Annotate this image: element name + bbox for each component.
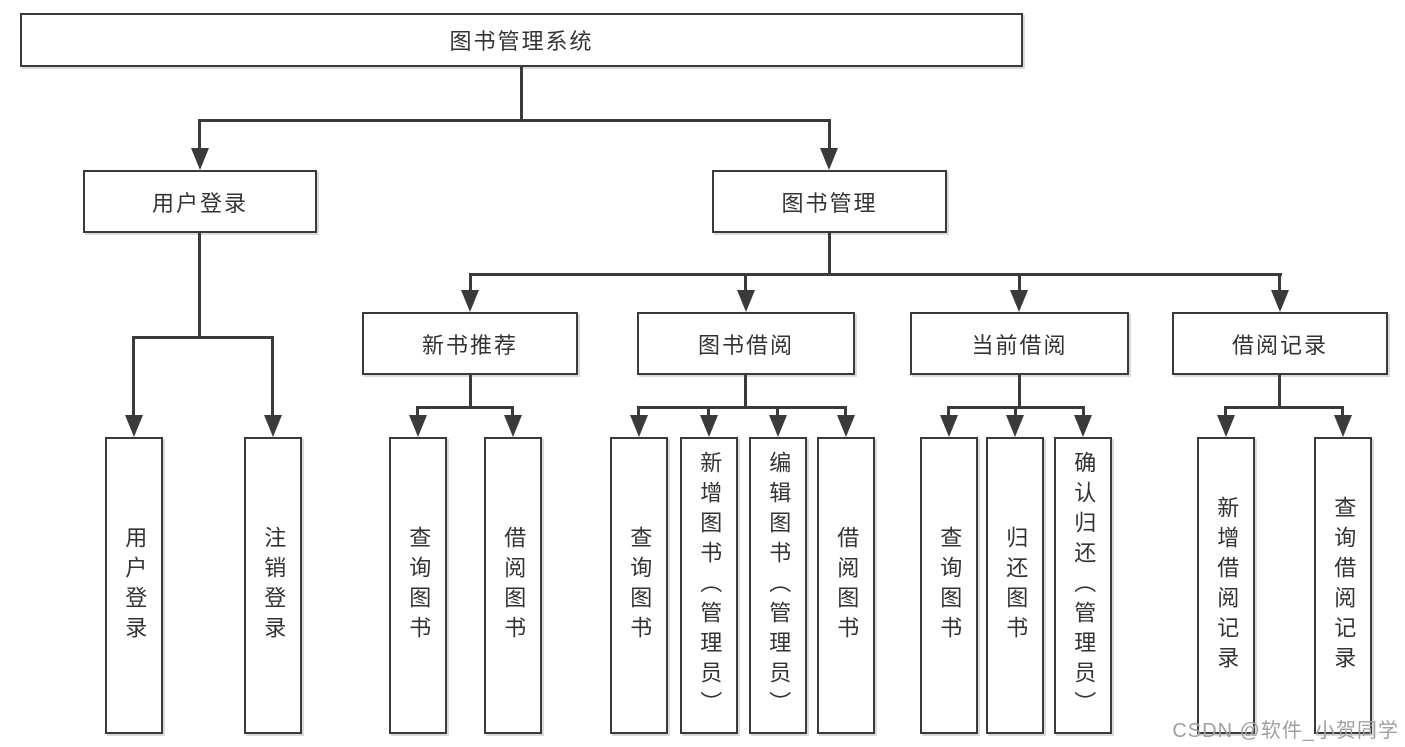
node-leaf-edit-books-admin: 编辑图书（管理员） — [749, 437, 807, 734]
node-leaf-confirm-return-admin: 确认归还（管理员） — [1054, 437, 1112, 734]
connector-line — [1018, 273, 1021, 292]
connector-line — [271, 336, 274, 416]
connector-line — [637, 406, 640, 416]
connector-line — [511, 406, 514, 416]
arrowhead-down-icon — [1074, 415, 1092, 437]
node-book-management: 图书管理 — [712, 170, 947, 233]
arrowhead-down-icon — [737, 290, 755, 312]
arrowhead-down-icon — [1334, 415, 1352, 437]
node-label: 查询借阅记录 — [1331, 495, 1357, 676]
connector-line — [132, 336, 274, 339]
connector-line — [469, 273, 472, 292]
connector-line — [1082, 406, 1085, 416]
node-label: 注销登录 — [261, 525, 287, 646]
connector-line — [1014, 406, 1017, 416]
node-label: 查询图书 — [937, 525, 963, 646]
connector-line — [637, 406, 846, 409]
arrowhead-down-icon — [1217, 415, 1235, 437]
node-leaf-query-borrow-record: 查询借阅记录 — [1314, 437, 1372, 734]
connector-line — [1278, 375, 1281, 406]
connector-line — [198, 119, 831, 122]
node-leaf-recommend-query-books: 查询图书 — [389, 437, 447, 734]
node-label: 新增图书（管理员） — [697, 450, 723, 721]
connector-line — [1224, 406, 1343, 409]
node-library-system: 图书管理系统 — [20, 13, 1023, 67]
node-label: 新书推荐 — [421, 332, 518, 358]
node-leaf-add-books-admin: 新增图书（管理员） — [680, 437, 738, 734]
connector-line — [416, 406, 419, 416]
arrowhead-down-icon — [504, 415, 522, 437]
connector-line — [1278, 273, 1281, 292]
node-leaf-borrowing-query-books: 查询图书 — [610, 437, 668, 734]
connector-line — [947, 406, 950, 416]
connector-line — [1224, 406, 1227, 416]
arrowhead-down-icon — [125, 415, 143, 437]
arrowhead-down-icon — [1010, 290, 1028, 312]
arrowhead-down-icon — [820, 148, 838, 170]
node-label: 图书借阅 — [697, 332, 794, 358]
connector-line — [844, 406, 847, 416]
arrowhead-down-icon — [630, 415, 648, 437]
node-label: 新增借阅记录 — [1214, 495, 1240, 676]
node-leaf-logout: 注销登录 — [244, 437, 302, 734]
connector-line — [744, 273, 747, 292]
connector-line — [198, 119, 201, 150]
arrowhead-down-icon — [409, 415, 427, 437]
connector-line — [744, 375, 747, 406]
node-label: 图书管理 — [781, 190, 878, 216]
node-label: 图书管理系统 — [449, 29, 594, 54]
arrowhead-down-icon — [1006, 415, 1024, 437]
connector-line — [707, 406, 710, 416]
node-label: 借阅记录 — [1231, 332, 1328, 358]
connector-line — [198, 233, 201, 336]
node-label: 用户登录 — [151, 190, 248, 216]
connector-line — [416, 406, 513, 409]
node-leaf-return-books: 归还图书 — [986, 437, 1044, 734]
node-label: 查询图书 — [627, 525, 653, 646]
connector-line — [1341, 406, 1344, 416]
node-user-login: 用户登录 — [83, 170, 317, 233]
node-leaf-current-query-books: 查询图书 — [920, 437, 978, 734]
node-new-book-recommend: 新书推荐 — [362, 312, 578, 375]
node-label: 编辑图书（管理员） — [766, 450, 792, 721]
node-label: 借阅图书 — [834, 525, 860, 646]
node-current-borrowing: 当前借阅 — [910, 312, 1129, 375]
connector-line — [520, 67, 523, 119]
connector-line — [469, 273, 1282, 276]
arrowhead-down-icon — [1271, 290, 1289, 312]
node-borrow-records: 借阅记录 — [1172, 312, 1388, 375]
node-leaf-add-borrow-record: 新增借阅记录 — [1197, 437, 1255, 734]
watermark: CSDN @软件_小贺同学 — [1172, 720, 1399, 742]
connector-line — [776, 406, 779, 416]
connector-line — [828, 119, 831, 150]
arrowhead-down-icon — [264, 415, 282, 437]
node-label: 确认归还（管理员） — [1071, 450, 1097, 721]
node-label: 查询图书 — [406, 525, 432, 646]
node-label: 借阅图书 — [501, 525, 527, 646]
connector-line — [469, 375, 472, 406]
arrowhead-down-icon — [461, 290, 479, 312]
arrowhead-down-icon — [700, 415, 718, 437]
arrowhead-down-icon — [940, 415, 958, 437]
node-label: 当前借阅 — [971, 332, 1068, 358]
node-leaf-recommend-borrow-books: 借阅图书 — [484, 437, 542, 734]
node-book-borrowing: 图书借阅 — [637, 312, 855, 375]
connector-line — [1018, 375, 1021, 406]
node-label: 用户登录 — [122, 525, 148, 646]
node-leaf-user-login: 用户登录 — [105, 437, 163, 734]
arrowhead-down-icon — [191, 148, 209, 170]
connector-line — [828, 233, 831, 273]
node-label: 归还图书 — [1003, 525, 1029, 646]
connector-line — [132, 336, 135, 416]
arrowhead-down-icon — [837, 415, 855, 437]
arrowhead-down-icon — [769, 415, 787, 437]
node-leaf-borrow-books: 借阅图书 — [817, 437, 875, 734]
